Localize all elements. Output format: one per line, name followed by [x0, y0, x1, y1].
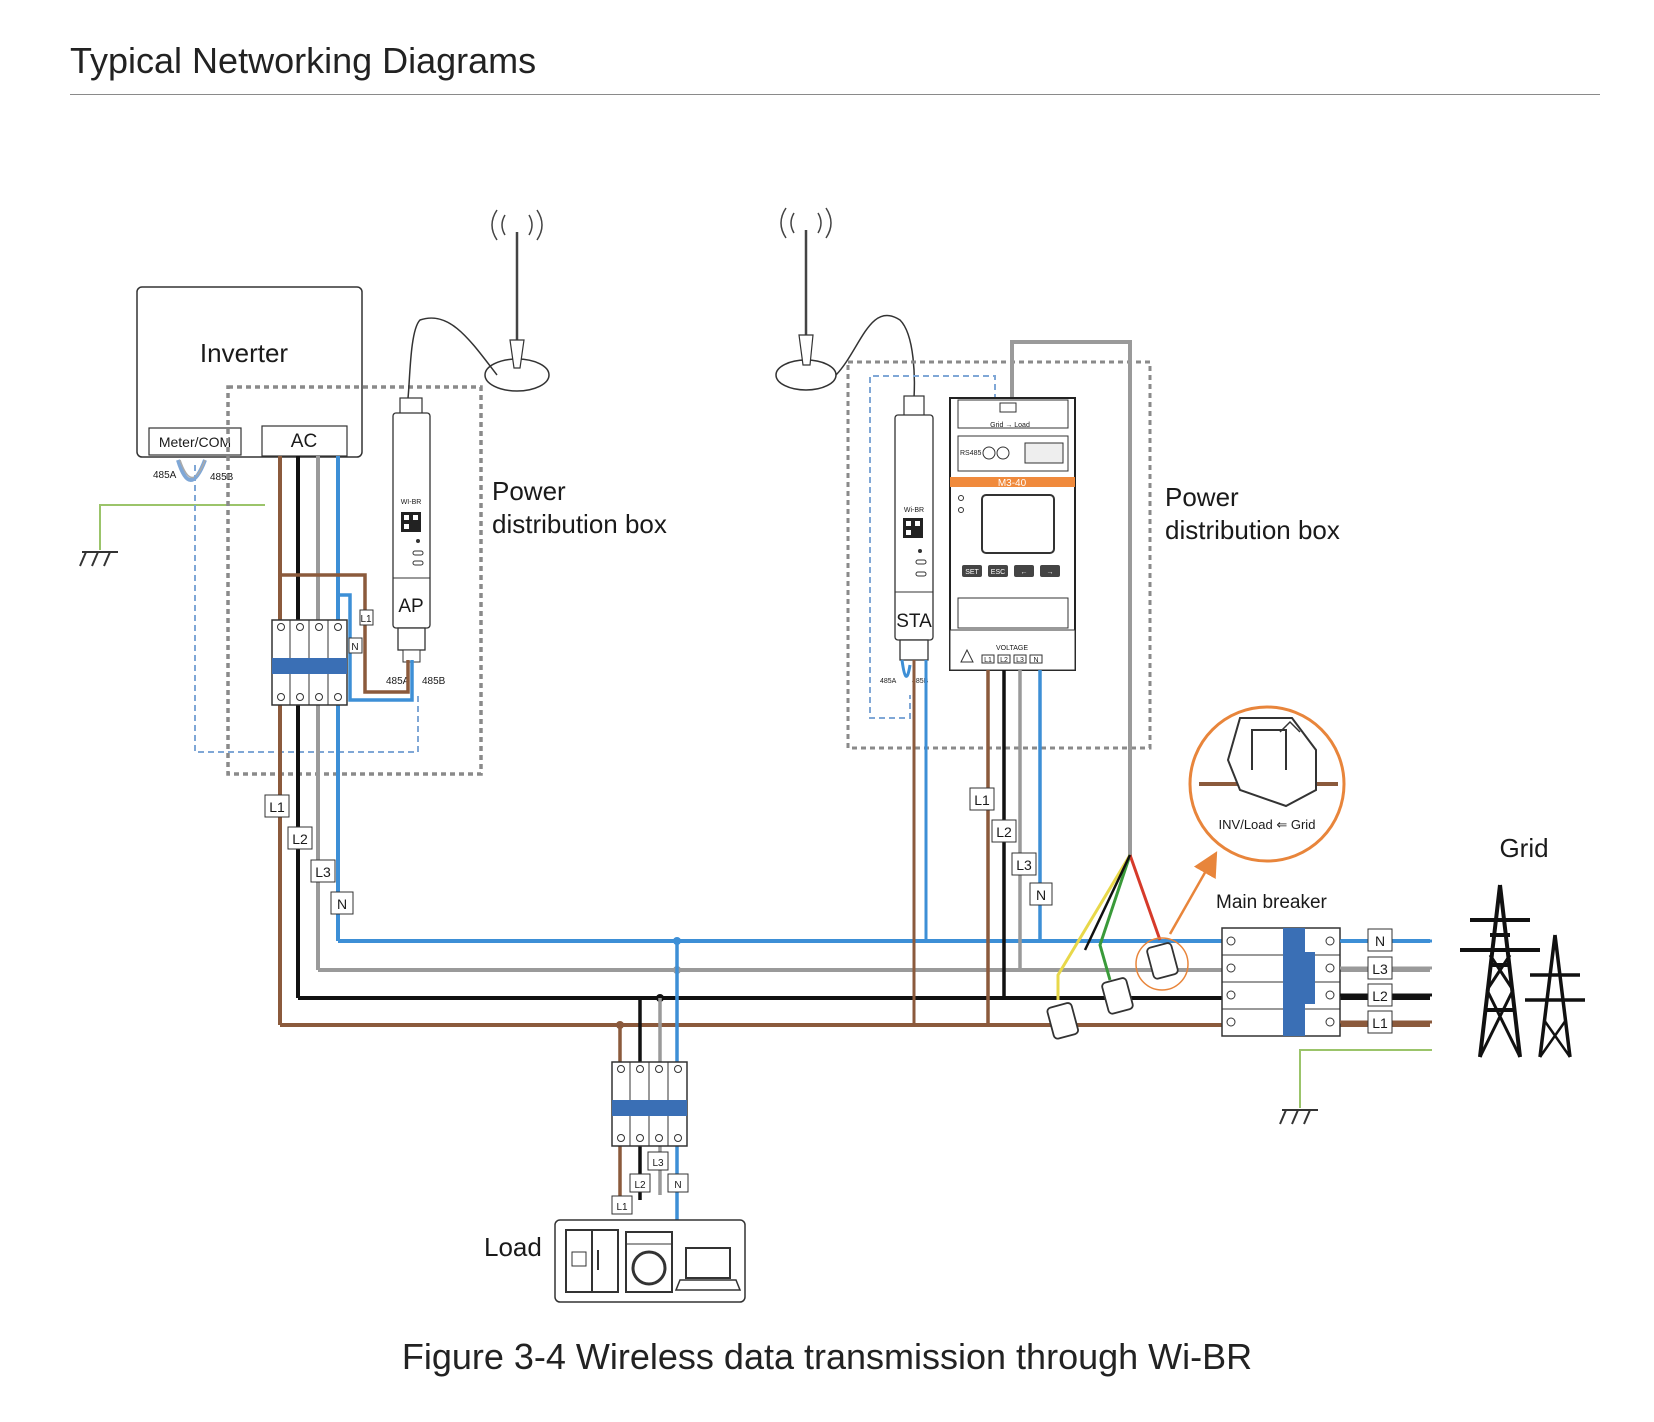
ap-feed-n-tag: N — [351, 642, 358, 653]
grid-tag-l2: L2 — [1372, 988, 1388, 1004]
sta-antenna-icon — [775, 207, 916, 399]
figure-caption: Figure 3-4 Wireless data transmission th… — [401, 1336, 1253, 1377]
meter-terminal-l2: L2 — [1000, 657, 1008, 664]
meter-rs485-label: RS485 — [960, 450, 982, 457]
ct-direction-label: INV/Load ⇐ Grid — [1219, 817, 1316, 832]
right-box-label-line1: Power — [1165, 482, 1239, 512]
meter-voltage-label: VOLTAGE — [996, 645, 1028, 652]
ap-485a-label: 485A — [386, 676, 410, 687]
ac-port-label: AC — [291, 431, 317, 452]
left-box-label-line2: distribution box — [492, 509, 667, 539]
left-tag-l2: L2 — [292, 831, 308, 847]
transmission-tower-icon — [1460, 884, 1585, 1058]
inverter-breaker — [271, 619, 348, 706]
ground-icon — [79, 504, 265, 567]
left-tag-n: N — [337, 896, 347, 912]
load-tag-l1: L1 — [616, 1202, 628, 1213]
ct-callout: INV/Load ⇐ Grid — [1188, 705, 1346, 863]
sta-485a-label: 485A — [880, 678, 897, 685]
meter-direction-label: Grid → Load — [990, 422, 1030, 429]
inverter: Inverter Meter/COM AC 485A 485B — [136, 286, 363, 483]
ct-clamp-icon — [1146, 942, 1179, 980]
load-tag-l3: L3 — [652, 1158, 664, 1169]
meter-button-set: SET — [965, 569, 979, 576]
ap-brand-label: WI-BR — [401, 499, 422, 506]
sta-mode-label: STA — [896, 611, 932, 632]
left-tag-l3: L3 — [315, 864, 331, 880]
left-distribution-box-outline — [226, 385, 483, 776]
load-breaker — [611, 1061, 688, 1147]
wibr-sta-dongle: Wi-BR STA 485A 485B — [880, 395, 934, 685]
right-box-label-line2: distribution box — [1165, 515, 1340, 545]
ap-485b-label: 485B — [422, 676, 446, 687]
inverter-485b-label: 485B — [210, 472, 234, 483]
inverter-485a-label: 485A — [153, 470, 177, 481]
load-label: Load — [484, 1232, 542, 1262]
right-distribution-box-outline — [846, 360, 1152, 750]
meter-terminal-l3: L3 — [1016, 657, 1024, 664]
ct-clamp-icon — [1046, 1002, 1079, 1040]
sta-brand-label: Wi-BR — [904, 507, 924, 514]
load-tag-l2: L2 — [634, 1180, 646, 1191]
meter-tag-n: N — [1036, 887, 1046, 903]
meter-com-port-label: Meter/COM — [159, 434, 231, 450]
main-breaker-label: Main breaker — [1216, 892, 1328, 913]
ground-icon — [1279, 1049, 1432, 1125]
load-tag-n: N — [674, 1180, 681, 1191]
grid-feed-wiring: N L3 L2 L1 — [1340, 928, 1432, 1034]
meter-tag-l2: L2 — [996, 824, 1012, 840]
load-appliances — [554, 1219, 746, 1303]
meter-button-left: ← — [1021, 569, 1028, 576]
washing-machine-icon — [625, 1231, 673, 1293]
antenna-icon — [407, 209, 550, 399]
meter-tag-l3: L3 — [1016, 857, 1032, 873]
meter-tag-l1: L1 — [974, 792, 990, 808]
ap-feed-l-tag: L1 — [360, 614, 372, 625]
meter-button-esc: ESC — [991, 569, 1005, 576]
meter-terminal-n: N — [1033, 657, 1038, 664]
inverter-ac-wiring — [278, 456, 414, 1025]
ap-mode-label: AP — [398, 596, 423, 617]
meter-button-right: → — [1047, 569, 1054, 576]
left-box-label-line1: Power — [492, 476, 566, 506]
energy-meter: Grid → Load RS485 M3-40 SET ESC ← → VOLT… — [949, 397, 1076, 671]
left-rs485-dashed-route — [194, 465, 419, 753]
grid-tag-l1: L1 — [1372, 1015, 1388, 1031]
grid-tag-n: N — [1375, 933, 1385, 949]
laptop-icon — [674, 1247, 742, 1291]
sta-485b-label: 485B — [912, 678, 929, 685]
left-tag-l1: L1 — [269, 799, 285, 815]
grid-label: Grid — [1499, 833, 1548, 863]
meter-model-label: M3-40 — [998, 478, 1027, 489]
ct-clamp-icon — [1101, 977, 1134, 1015]
meter-ct-cable — [1010, 340, 1132, 860]
grid-tag-l3: L3 — [1372, 961, 1388, 977]
main-breaker — [1221, 927, 1341, 1037]
current-transformers — [1046, 851, 1218, 1040]
refrigerator-icon — [565, 1229, 619, 1293]
right-rs485-dashed-route — [869, 375, 996, 719]
section-divider — [70, 94, 1600, 95]
section-title: Typical Networking Diagrams — [70, 40, 537, 81]
meter-terminal-l1: L1 — [984, 657, 992, 664]
wibr-ap-dongle: WI-BR AP 485A 485B — [386, 397, 446, 687]
inverter-label: Inverter — [200, 338, 288, 368]
